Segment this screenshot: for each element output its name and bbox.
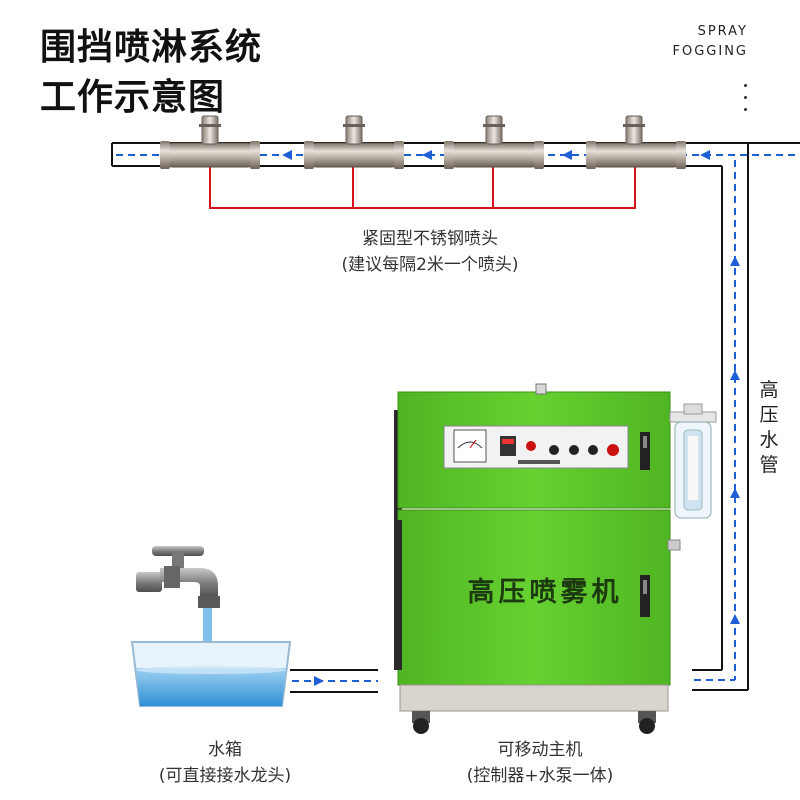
nozzle-4 [586,115,686,169]
diagram-title-line1: 围挡喷淋系统 [40,27,263,68]
nozzle-1 [160,115,260,169]
nozzle-caption-line1: 紧固型不锈钢喷头 [362,229,498,249]
nozzle-3 [444,115,544,169]
water-filter [669,403,717,519]
switch-knob-1 [549,445,559,455]
indicator-light [526,441,536,451]
brand-line1: SPRAY [697,24,748,39]
machine-outlet-pipe [692,669,748,691]
faucet [136,546,220,608]
tank-caption: 水箱 (可直接接水龙头) [120,737,330,789]
top-flow-arrows [282,150,710,160]
misting-machine [394,383,681,734]
brand-line2: FOGGING [672,44,748,59]
machine-panel-text: 高压喷雾机 [467,577,623,608]
nozzle-2 [304,115,404,169]
tank-inlet-pipe [290,669,378,693]
pressure-gauge [453,429,487,463]
emergency-stop-button [607,444,619,456]
nozzle-caption-line2: (建议每隔2米一个喷头) [341,255,519,275]
machine-caption-line1: 可移动主机 [497,740,583,760]
brand-label: SPRAY FOGGING [673,22,749,62]
switch-knob-3 [588,445,598,455]
nozzle-caption: 紧固型不锈钢喷头 (建议每隔2米一个喷头) [300,226,560,278]
high-pressure-pipe-label: 高压水管 [759,379,779,476]
water-tank [130,641,292,707]
tank-caption-line1: 水箱 [208,740,242,760]
switch-knob-2 [569,445,579,455]
diagram-title-line2: 工作示意图 [40,77,226,118]
machine-caption: 可移动主机 (控制器+水泵一体) [420,737,660,789]
nozzle-red-bracket [209,166,636,209]
vertical-flow-arrows [730,256,740,624]
machine-caption-line2: (控制器+水泵一体) [466,766,614,786]
dots-decoration [744,84,748,120]
vertical-high-pressure-pipe [721,143,749,690]
tank-caption-line2: (可直接接水龙头) [158,766,292,786]
